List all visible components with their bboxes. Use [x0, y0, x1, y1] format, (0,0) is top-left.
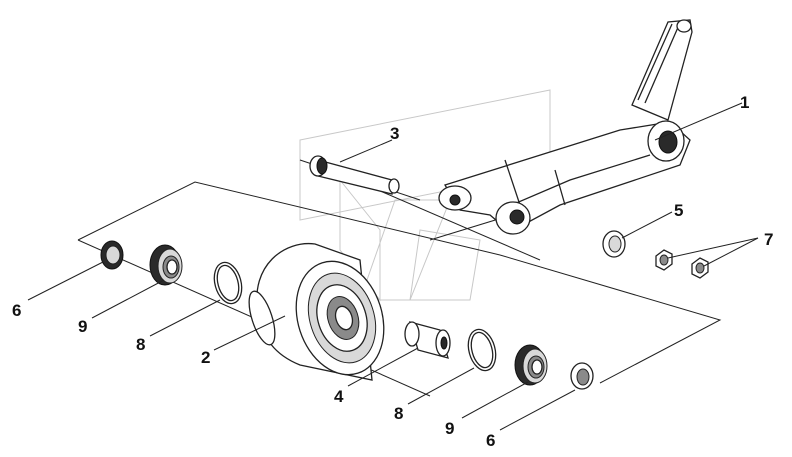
- washer-right: [570, 362, 594, 390]
- flat-washer: [602, 230, 626, 258]
- callout-8-right: 8: [394, 404, 403, 423]
- callout-8-left: 8: [136, 335, 145, 354]
- pulley: [248, 242, 385, 381]
- callout-6-left: 6: [12, 301, 21, 320]
- washer-left: [100, 240, 124, 270]
- callout-2: 2: [201, 348, 210, 367]
- callout-1: 1: [740, 93, 749, 112]
- bearing-left: [149, 244, 183, 286]
- retaining-ring-right: [467, 328, 497, 372]
- callouts: 1 2 3 4 5 6 6 7 8 8 9 9: [12, 93, 773, 450]
- spacer-sleeve: [404, 321, 451, 359]
- bearing-right: [514, 344, 548, 386]
- retaining-ring-left: [213, 261, 243, 305]
- callout-7: 7: [764, 230, 773, 249]
- callout-9-left: 9: [78, 317, 87, 336]
- tension-arm: [438, 19, 693, 235]
- callout-5: 5: [674, 201, 683, 220]
- callout-9-right: 9: [445, 419, 454, 438]
- pin-bolt: [309, 155, 400, 195]
- nut-1: [655, 249, 673, 271]
- nut-2: [691, 257, 709, 279]
- leader-lines: [27, 102, 759, 431]
- callout-6-right: 6: [486, 431, 495, 450]
- callout-3: 3: [390, 124, 399, 143]
- callout-4: 4: [334, 387, 344, 406]
